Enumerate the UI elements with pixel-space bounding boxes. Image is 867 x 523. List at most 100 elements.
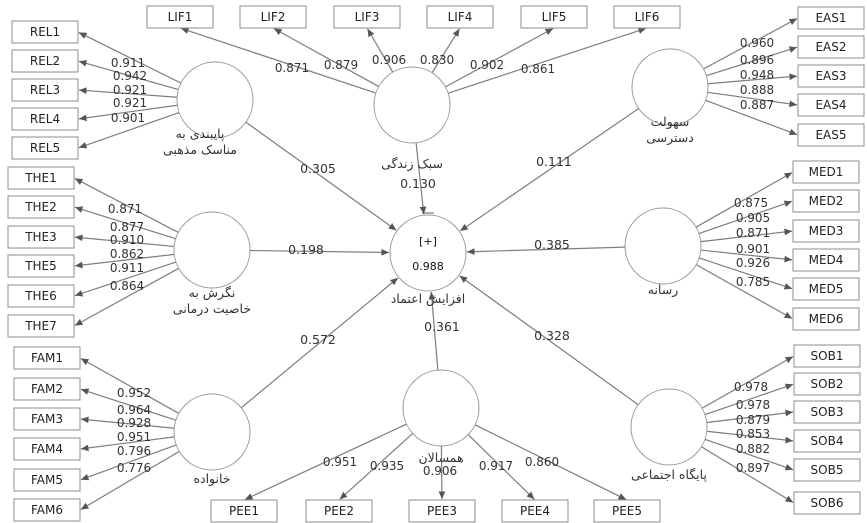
indicator-box <box>593 499 661 523</box>
loading-arrow-lif6 <box>447 27 647 94</box>
loading-value-rel3: 0.921 <box>113 83 147 97</box>
loading-value-the2: 0.877 <box>110 220 144 234</box>
indicator-box <box>793 400 861 424</box>
indicator-eas4: EAS4 <box>797 93 865 117</box>
loading-value-sob4: 0.853 <box>736 427 770 441</box>
indicator-label: MED2 <box>809 194 844 208</box>
indicator-box <box>13 407 81 431</box>
loading-arrow-fam2 <box>80 388 177 421</box>
construct-sob <box>630 388 708 466</box>
indicator-pee5: PEE5 <box>593 499 661 523</box>
loading-arrow-pee4 <box>467 434 535 500</box>
indicator-rel4: REL4 <box>11 107 79 131</box>
indicator-box <box>7 225 75 249</box>
indicator-label: FAM4 <box>31 442 63 456</box>
indicator-lif6: LIF6 <box>613 5 681 29</box>
construct-label-eas: سهولت <box>651 114 690 130</box>
loading-value-rel2: 0.942 <box>113 69 147 83</box>
path-coef-rel: 0.305 <box>300 161 336 176</box>
edges-layer <box>74 17 798 511</box>
loading-value-eas4: 0.888 <box>740 83 774 97</box>
indicator-label: PEE1 <box>229 504 259 518</box>
loading-arrow-eas5 <box>705 99 798 136</box>
indicator-label: FAM6 <box>31 503 63 517</box>
indicator-label: LIF1 <box>168 10 193 24</box>
loading-value-fam4: 0.951 <box>117 430 151 444</box>
indicator-box <box>793 372 861 396</box>
loading-arrow-the3 <box>74 234 175 248</box>
indicator-label: LIF6 <box>635 10 660 24</box>
center-r2: 0.988 <box>412 260 444 273</box>
loading-arrow-fam1 <box>80 357 180 414</box>
indicator-the3: THE3 <box>7 225 75 249</box>
loading-value-med1: 0.875 <box>734 196 768 210</box>
loading-value-rel5: 0.901 <box>111 111 145 125</box>
indicator-lif1: LIF1 <box>146 5 214 29</box>
loading-arrow-sob5 <box>704 438 794 471</box>
indicator-label: FAM2 <box>31 382 63 396</box>
loading-value-the7: 0.864 <box>110 279 144 293</box>
loading-arrow-fam6 <box>80 450 180 511</box>
indicator-box <box>797 64 865 88</box>
construct-label-rel: پایبندی به <box>176 126 225 141</box>
indicator-sob6: SOB6 <box>793 491 861 515</box>
indicator-rel5: REL5 <box>11 136 79 160</box>
loading-value-rel1: 0.911 <box>111 56 145 70</box>
path-coef-lif: 0.130 <box>400 176 436 191</box>
path-arrow-eas <box>459 108 640 232</box>
path-coef-fam: 0.572 <box>300 332 336 347</box>
indicator-fam6: FAM6 <box>13 498 81 522</box>
indicator-box <box>7 195 75 219</box>
loading-value-lif4: 0.830 <box>420 53 454 67</box>
construct-circle-rel <box>176 61 254 139</box>
loading-value-sob3: 0.879 <box>736 413 770 427</box>
path-coef-med: 0.385 <box>534 237 570 252</box>
indicator-label: SOB6 <box>811 496 844 510</box>
indicator-box <box>520 5 588 29</box>
indicator-box <box>792 277 860 301</box>
path-arrow-fam <box>240 277 399 409</box>
loading-arrow-pee5 <box>474 424 627 501</box>
indicator-box <box>792 160 860 184</box>
construct-circle-the <box>173 211 251 289</box>
loading-value-eas3: 0.948 <box>740 68 774 82</box>
loading-arrow-lif1 <box>180 27 377 94</box>
center-symbol: [+] <box>419 235 437 248</box>
indicator-box <box>210 499 278 523</box>
indicator-label: FAM1 <box>31 351 63 365</box>
indicator-label: THE6 <box>24 289 57 303</box>
indicator-the6: THE6 <box>7 284 75 308</box>
loading-arrow-med6 <box>695 264 793 320</box>
indicator-label: SOB3 <box>811 405 844 419</box>
indicator-label: EAS3 <box>815 69 846 83</box>
indicator-box <box>408 499 476 523</box>
construct-label-fam: خانواده <box>193 471 230 487</box>
loading-value-sob1: 0.978 <box>734 380 768 394</box>
indicator-label: SOB2 <box>811 377 844 391</box>
indicator-label: MED3 <box>809 224 844 238</box>
indicator-label: LIF5 <box>542 10 567 24</box>
loading-arrow-med2 <box>698 200 793 235</box>
loading-value-the6: 0.911 <box>110 261 144 275</box>
loading-arrow-the5 <box>74 253 175 269</box>
loading-value-lif5: 0.902 <box>470 58 504 72</box>
indicator-box <box>793 429 861 453</box>
indicator-box <box>13 437 81 461</box>
indicator-label: REL4 <box>30 112 60 126</box>
loading-value-eas2: 0.896 <box>740 53 774 67</box>
indicator-label: REL3 <box>30 83 60 97</box>
indicator-label: THE7 <box>24 319 57 333</box>
indicator-box <box>792 219 860 243</box>
indicator-label: PEE2 <box>324 504 354 518</box>
indicator-label: LIF3 <box>355 10 380 24</box>
indicator-label: PEE4 <box>520 504 550 518</box>
loading-arrow-lif3 <box>366 28 394 73</box>
loading-arrow-fam4 <box>80 436 175 452</box>
indicator-eas1: EAS1 <box>797 6 865 30</box>
loading-value-the3: 0.910 <box>110 233 144 247</box>
loading-arrow-sob1 <box>701 355 794 409</box>
construct-label-eas: دسترسی <box>646 130 694 146</box>
indicator-eas2: EAS2 <box>797 35 865 59</box>
construct-circle-eas <box>631 48 709 126</box>
